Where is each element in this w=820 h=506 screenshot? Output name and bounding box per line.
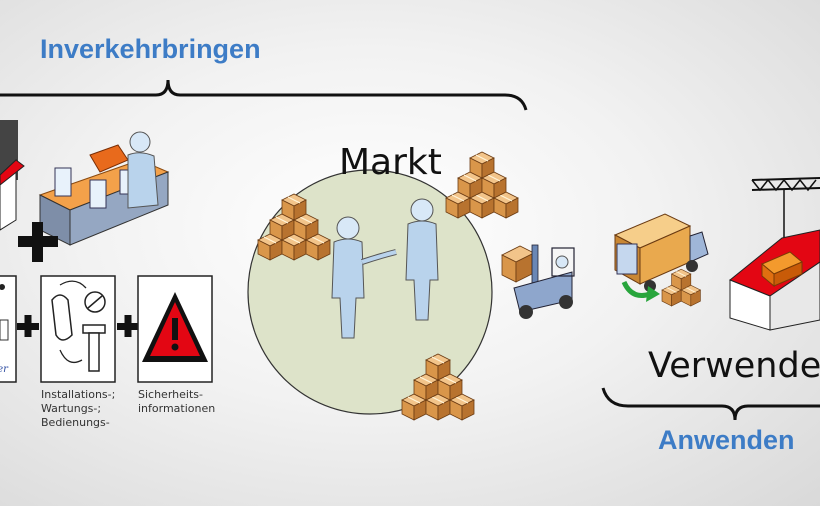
verwenden-bracket (601, 387, 820, 421)
box-stack-icon (446, 152, 518, 218)
factory-icon (0, 120, 25, 231)
plus-icon (117, 315, 139, 337)
handshake-icon (331, 198, 439, 339)
forklift-icon (501, 244, 575, 319)
crane-building-icon (729, 177, 820, 331)
inverkehrbringen-bracket (0, 79, 528, 111)
anwenden-title: Anwenden (658, 425, 795, 455)
plus-icon (18, 222, 58, 262)
markt-label: Markt (339, 142, 442, 183)
assembly-worker-icon (38, 131, 170, 246)
warning-triangle-icon (137, 275, 213, 383)
installations-caption: Installations-; Wartungs-; Bedienungs- (41, 388, 116, 429)
verwenden-label: Verwenden (648, 346, 820, 386)
sicherheit-caption: Sicherheits- informationen (138, 388, 216, 415)
document-icon (0, 275, 17, 383)
tool-manual-icon (40, 275, 116, 383)
delivery-truck-icon (613, 213, 709, 307)
plus-icon (17, 315, 39, 337)
document-partial-text: ler (0, 364, 8, 375)
inverkehrbringen-title: Inverkehrbringen (40, 34, 261, 64)
